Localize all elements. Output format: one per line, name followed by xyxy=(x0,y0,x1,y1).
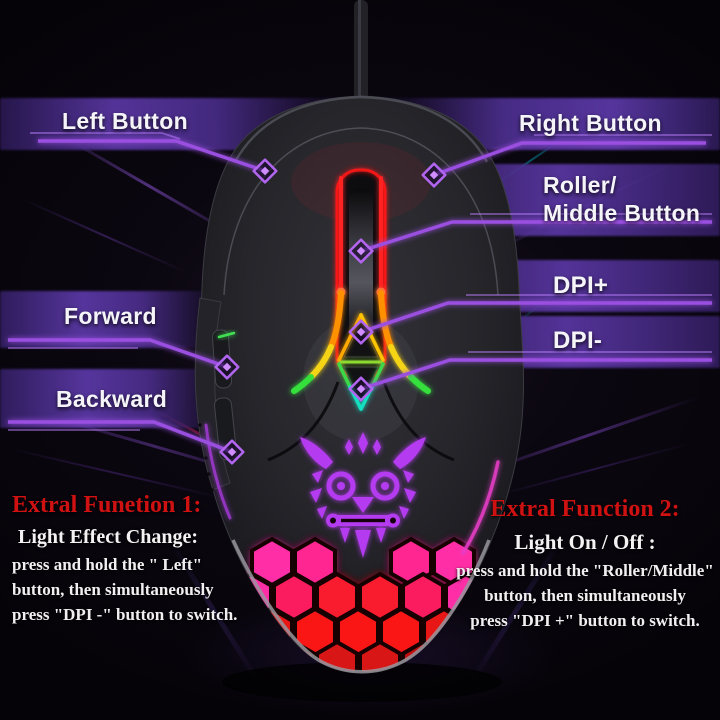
forward-label: Forward xyxy=(64,303,157,329)
honeycomb-hex xyxy=(315,639,359,672)
function-1-subtitle: Light Effect Change: xyxy=(18,526,198,548)
honeycomb-hex xyxy=(358,639,402,672)
mouse-cable xyxy=(354,0,368,120)
function-1-title: Extral Funetion 1: xyxy=(12,492,202,518)
function-2-title: Extral Function 2: xyxy=(490,496,680,522)
dpi-plus-callout xyxy=(360,301,712,334)
connector-diamond-icon xyxy=(214,354,240,380)
backward-label: Backward xyxy=(56,386,168,412)
extra-function-2-block: Extral Function 2: Light On / Off : pres… xyxy=(452,496,718,633)
roller-callout xyxy=(360,220,712,253)
function-2-line: press "DPI +" button to switch. xyxy=(470,611,700,630)
connector-diamond-icon xyxy=(348,319,374,345)
onikuma-logo-icon xyxy=(300,432,426,558)
connector-diamond-icon xyxy=(252,158,278,184)
callout-lines xyxy=(8,132,712,465)
connector-diamond-icons xyxy=(214,158,447,465)
dpi-minus-callout xyxy=(360,358,712,391)
connector-diamond-icon xyxy=(219,439,245,465)
left-button-label: Left Button xyxy=(62,108,188,134)
edge-rgb-glow xyxy=(204,423,500,555)
extra-function-1-block: Extral Funetion 1: Light Effect Change: … xyxy=(12,492,262,627)
right-button-label: Right Button xyxy=(519,110,662,136)
function-1-line: button, then simultaneously xyxy=(12,580,214,599)
dpi-plus-label: DPI+ xyxy=(553,272,609,299)
dpi-minus-label: DPI- xyxy=(553,327,603,354)
left-button-surface xyxy=(267,381,340,462)
connector-diamond-icon xyxy=(421,162,447,188)
connector-diamond-icon xyxy=(348,238,374,264)
backward-callout xyxy=(8,420,233,454)
function-2-line: button, then simultaneously xyxy=(484,586,686,605)
side-light-sliver xyxy=(217,331,236,339)
connector-diamond-icon xyxy=(348,376,374,402)
bottom-rim-highlight xyxy=(231,539,491,674)
forward-callout xyxy=(8,338,228,369)
right-button-surface xyxy=(382,381,455,462)
right-button-callout xyxy=(433,141,706,177)
function-2-subtitle: Light On / Off : xyxy=(514,530,656,554)
function-1-line: press "DPI -" button to switch. xyxy=(12,605,238,624)
mouse-shadow xyxy=(222,662,502,702)
function-1-line: press and hold the " Left" xyxy=(12,555,203,574)
function-2-line: press and hold the "Roller/Middle" xyxy=(456,561,714,580)
roller-label: Roller/ Middle Button xyxy=(543,172,701,226)
